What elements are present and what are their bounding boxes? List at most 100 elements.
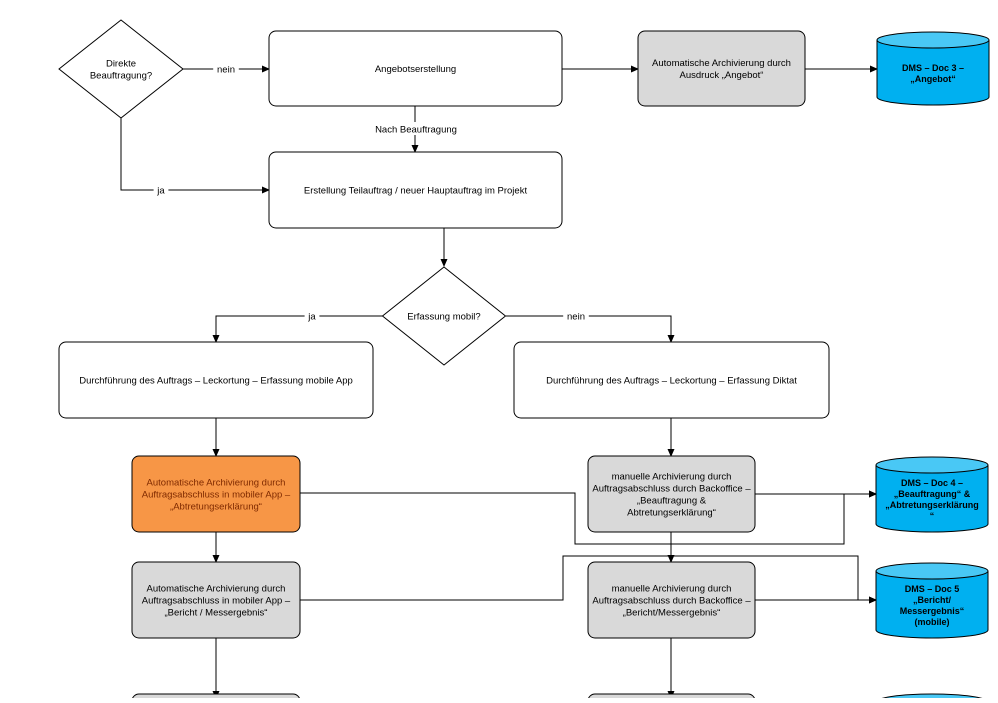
edge-label-nein-2: nein xyxy=(563,309,589,323)
process-manuelle-archivierung-beauftragung-shape xyxy=(587,455,756,533)
edge-label-nein-1: nein xyxy=(213,62,239,76)
process-archivierung-bericht-mobil-shape xyxy=(131,561,301,639)
edge-label-nach-beauftragung: Nach Beauftragung xyxy=(368,122,464,136)
edge-label-nein-1-bg xyxy=(213,62,239,75)
process-archivierung-bericht-mobil-label-line: Auftragsabschluss in mobiler App – xyxy=(142,595,291,606)
edge-d1-to-erstellung xyxy=(120,118,270,194)
process-archivierung-angebot-label-line: Automatische Archivierung durch xyxy=(652,58,791,69)
database-dms-doc3-label-line: „Angebot“ xyxy=(910,74,956,84)
process-manuelle-archivierung-beauftragung-label-line: Auftragsabschluss durch Backoffice – xyxy=(592,483,751,494)
process-angebotserstellung-label: Angebotserstellung xyxy=(375,64,456,75)
process-manuelle-archivierung-bericht-shape xyxy=(587,561,756,639)
process-durchfuehrung-mobile-app-label-line: Durchführung des Auftrags – Leckortung –… xyxy=(79,375,353,386)
process-archivierung-bericht-mobil-label-line: Automatische Archivierung durch xyxy=(147,583,286,594)
process-manuelle-archivierung-bericht-label-line: Auftragsabschluss durch Backoffice – xyxy=(592,595,751,606)
database-dms-doc4: DMS – Doc 4 –„Beauftragung“ &„Abtretungs… xyxy=(875,456,989,533)
decision-erfassung-mobil: Erfassung mobil? xyxy=(381,266,507,366)
database-dms-doc4-body xyxy=(875,465,989,533)
edge-label-ja-2-text: ja xyxy=(307,312,316,323)
process-archivierung-bericht-mobil-label-line: „Bericht / Messergebnis“ xyxy=(165,607,268,618)
process-erstellung-teilauftrag-label: Erstellung Teilauftrag / neuer Hauptauft… xyxy=(304,185,528,196)
database-dms-doc4-label-line: „Abtretungserklärung xyxy=(885,500,979,510)
process-manuelle-archivierung-beauftragung-label-line: „Beauftragung & xyxy=(637,495,707,506)
database-dms-doc3-label-line: DMS – Doc 3 – xyxy=(902,63,964,73)
process-angebotserstellung-shape xyxy=(268,30,563,107)
edge-label-nein-2-bg xyxy=(563,309,589,322)
database-next-partial xyxy=(875,693,989,703)
edge-label-ja-1-text: ja xyxy=(156,186,165,197)
process-durchfuehrung-diktat-shape xyxy=(513,341,830,419)
database-dms-doc4-label: DMS – Doc 4 –„Beauftragung“ &„Abtretungs… xyxy=(885,478,979,521)
decision-direkte-beauftragung-shape xyxy=(58,19,184,119)
process-archivierung-abtretung-shape xyxy=(131,455,301,533)
database-dms-doc5-label-line: „Bericht/ xyxy=(913,595,952,605)
edge-label-ja-2-bg xyxy=(304,309,320,322)
process-archivierung-abtretung-label-line: Auftragsabschluss in mobiler App – xyxy=(142,489,291,500)
edge-label-ja-1: ja xyxy=(153,183,169,197)
database-dms-doc4-label-line: DMS – Doc 4 – xyxy=(901,478,963,488)
process-angebotserstellung: Angebotserstellung xyxy=(268,30,563,107)
process-angebotserstellung-label-line: Angebotserstellung xyxy=(375,64,456,75)
process-durchfuehrung-diktat-label: Durchführung des Auftrags – Leckortung –… xyxy=(546,375,797,386)
decision-direkte-beauftragung-label-line: Direkte xyxy=(106,58,136,69)
process-durchfuehrung-mobile-app-shape xyxy=(58,341,374,419)
process-manuelle-archivierung-beauftragung-label-line: Abtretungserklärung“ xyxy=(627,507,716,518)
process-archivierung-angebot-label-line: Ausdruck „Angebot“ xyxy=(680,70,764,81)
process-manuelle-archivierung-bericht-label-line: manuelle Archivierung durch xyxy=(612,583,732,594)
process-erstellung-teilauftrag: Erstellung Teilauftrag / neuer Hauptauft… xyxy=(268,151,563,229)
decision-erfassung-mobil-shape xyxy=(381,266,507,366)
edge-abtretung-to-db4 xyxy=(300,490,877,545)
database-dms-doc5-top xyxy=(875,562,989,580)
process-durchfuehrung-mobile-app-label: Durchführung des Auftrags – Leckortung –… xyxy=(79,375,353,386)
database-dms-doc5-label: DMS – Doc 5„Bericht/Messergebnis“(mobile… xyxy=(900,584,965,627)
database-dms-doc3-body xyxy=(876,40,990,106)
edge-label-ja-2: ja xyxy=(304,309,320,323)
database-dms-doc3-label: DMS – Doc 3 –„Angebot“ xyxy=(902,63,964,84)
process-next-left-partial xyxy=(131,693,301,703)
database-dms-doc4-label-line: “ xyxy=(930,511,935,521)
edge-label-nein-1-text: nein xyxy=(217,65,235,76)
database-dms-doc5: DMS – Doc 5„Bericht/Messergebnis“(mobile… xyxy=(875,562,989,639)
process-erstellung-teilauftrag-label-line: Erstellung Teilauftrag / neuer Hauptauft… xyxy=(304,185,528,196)
edge-label-nach-beauftragung-bg xyxy=(368,122,464,135)
database-dms-doc5-label-line: DMS – Doc 5 xyxy=(905,584,960,594)
process-archivierung-abtretung-label-line: „Abtretungserklärung“ xyxy=(170,501,262,512)
edge-label-nein-2-text: nein xyxy=(567,312,585,323)
process-durchfuehrung-mobile-app: Durchführung des Auftrags – Leckortung –… xyxy=(58,341,374,419)
process-archivierung-angebot-shape xyxy=(637,30,806,107)
edge-label-ja-1-bg xyxy=(153,183,169,196)
edge-d2-to-diktat xyxy=(506,315,675,343)
process-manuelle-archivierung-bericht-label-line: „Bericht/Messergebnis“ xyxy=(623,607,721,618)
database-dms-doc3-top xyxy=(876,31,990,49)
process-durchfuehrung-diktat-label-line: Durchführung des Auftrags – Leckortung –… xyxy=(546,375,797,386)
database-dms-doc4-label-line: „Beauftragung“ & xyxy=(894,489,971,499)
process-durchfuehrung-diktat: Durchführung des Auftrags – Leckortung –… xyxy=(513,341,830,419)
database-dms-doc5-label-line: Messergebnis“ xyxy=(900,606,965,616)
process-next-right-partial xyxy=(587,693,756,703)
database-dms-doc5-label-line: (mobile) xyxy=(915,617,950,627)
process-erstellung-teilauftrag-shape xyxy=(268,151,563,229)
edge-label-nach-beauftragung-text: Nach Beauftragung xyxy=(375,125,457,136)
decision-erfassung-mobil-label: Erfassung mobil? xyxy=(407,311,480,322)
process-archivierung-abtretung-label-line: Automatische Archivierung durch xyxy=(147,477,286,488)
decision-erfassung-mobil-label-line: Erfassung mobil? xyxy=(407,311,480,322)
decision-direkte-beauftragung-label-line: Beauftragung? xyxy=(90,70,152,81)
process-manuelle-archivierung-beauftragung-label-line: manuelle Archivierung durch xyxy=(612,471,732,482)
edge-d2-to-mobile xyxy=(212,315,383,343)
database-dms-doc3: DMS – Doc 3 –„Angebot“ xyxy=(876,31,990,106)
database-dms-doc4-top xyxy=(875,456,989,474)
